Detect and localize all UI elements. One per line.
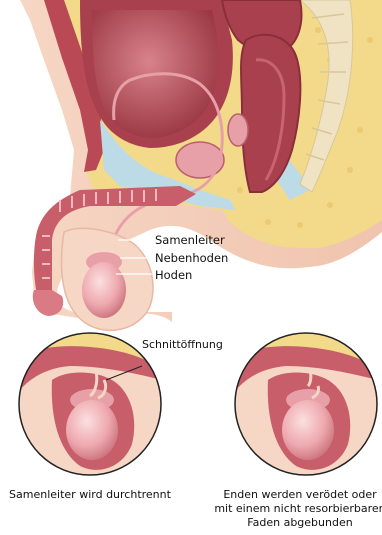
label-schnittoeffnung: Schnittöffnung: [142, 338, 223, 352]
caption-right-line2: mit einem nicht resorbierbaren: [210, 502, 382, 515]
label-nebenhoden: Nebenhoden: [155, 251, 228, 265]
glans: [33, 290, 63, 316]
caption-right-line1: Enden werden verödet oder: [210, 488, 382, 501]
prostate: [176, 142, 224, 178]
caption-left: Samenleiter wird durchtrennt: [0, 488, 190, 501]
left-circle-inset: [18, 332, 162, 476]
label-hoden: Hoden: [155, 268, 192, 282]
sagittal-section: [20, 0, 382, 330]
right-circle-inset: [234, 332, 378, 476]
testis: [82, 262, 126, 318]
seminal-vesicle: [228, 114, 248, 146]
caption-right-line3: Faden abgebunden: [210, 516, 382, 529]
label-samenleiter: Samenleiter: [155, 233, 225, 247]
